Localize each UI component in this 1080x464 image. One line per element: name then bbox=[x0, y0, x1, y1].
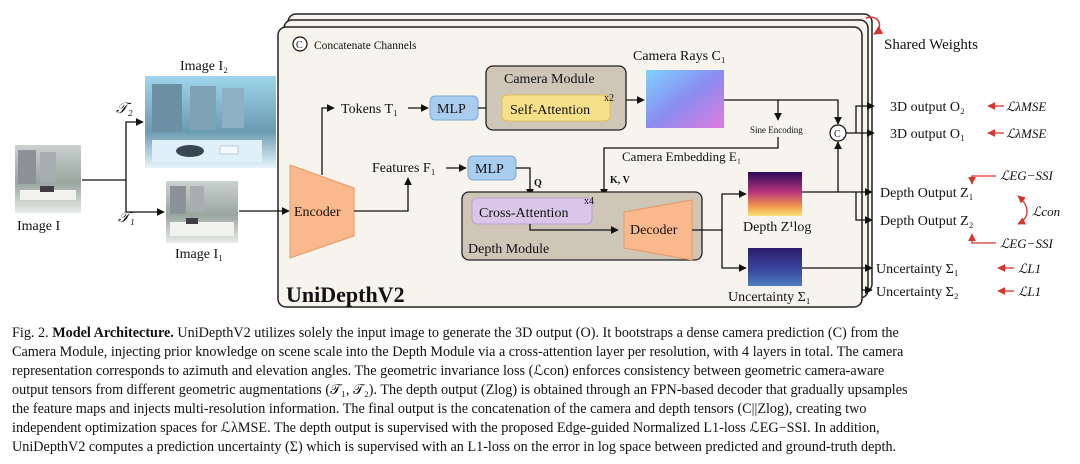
self-attention-label: Self-Attention bbox=[510, 103, 590, 118]
concat-symbol: C bbox=[296, 40, 303, 51]
arrow-aug2 bbox=[82, 118, 144, 181]
decoder-block bbox=[623, 199, 693, 261]
loss-eg-bottom: ℒEG−SSI bbox=[1000, 236, 1053, 251]
features-label: Features F₁ bbox=[372, 161, 436, 176]
arrow-decoder-unc bbox=[721, 230, 747, 272]
model-name: UniDepthV2 bbox=[286, 282, 405, 307]
kv-label: K, V bbox=[610, 175, 631, 186]
shared-weights-label: Shared Weights bbox=[884, 37, 978, 53]
arrow-mlp-q bbox=[516, 167, 534, 197]
mlp-bottom-label: MLP bbox=[475, 162, 504, 177]
caption-text-1: UniDepthV2 utilizes solely the input ima… bbox=[177, 325, 899, 341]
caption-label: Fig. 2. bbox=[12, 325, 49, 341]
image-main bbox=[15, 145, 81, 213]
image-main-label: Image I bbox=[17, 219, 60, 234]
arrow-encoder-features bbox=[354, 177, 412, 212]
loss-arrow-eg-bottom bbox=[968, 233, 996, 244]
self-attention-repeat: x2 bbox=[604, 93, 614, 104]
caption-lead: Model Architecture. bbox=[52, 325, 174, 341]
caption-line-7: UniDepthV2 computes a prediction uncerta… bbox=[12, 439, 897, 455]
image-aug1-label: Image I₁ bbox=[175, 247, 223, 262]
architecture-diagram: Shared Weights C Concatenate Channels Un… bbox=[15, 13, 1060, 308]
arrow-rays-concat bbox=[724, 99, 842, 125]
caption-line-3: representation corresponds to azimuth an… bbox=[12, 363, 885, 379]
caption-line-2: Camera Module, injecting prior knowledge… bbox=[12, 344, 904, 360]
self-attention-block bbox=[501, 94, 611, 122]
loss-l1-1: ℒL1 bbox=[1018, 261, 1041, 276]
caption-line-5: the feature maps and injects multi-resol… bbox=[12, 401, 867, 417]
encoder-block bbox=[289, 164, 355, 259]
out-unc-2: Uncertainty Σ₂ bbox=[876, 285, 959, 300]
sine-encoding-label: Sine Encoding bbox=[750, 125, 803, 135]
arrow-aug1 bbox=[125, 180, 165, 216]
out-3d-2: 3D output O₂ bbox=[890, 100, 965, 115]
camera-embedding-label: Camera Embedding E₁ bbox=[622, 149, 741, 164]
q-label: Q bbox=[534, 178, 542, 189]
encoder-label: Encoder bbox=[294, 205, 341, 220]
arrow-depth-out2 bbox=[855, 192, 873, 224]
concat-label: Concatenate Channels bbox=[314, 40, 417, 52]
arrow-encoder-tokens bbox=[321, 104, 335, 175]
cross-attention-repeat: x4 bbox=[584, 196, 594, 207]
camera-rays-label: Camera Rays C₁ bbox=[633, 49, 726, 64]
tokens-label: Tokens T₁ bbox=[341, 102, 398, 117]
cross-attention-block bbox=[471, 197, 593, 225]
out-unc-1: Uncertainty Σ₁ bbox=[876, 262, 959, 277]
decoder-label: Decoder bbox=[630, 223, 678, 238]
figure-caption: Fig. 2. Model Architecture. UniDepthV2 u… bbox=[12, 324, 1070, 457]
arrow-decoder-depth bbox=[692, 190, 747, 231]
arrow-unc-out2 bbox=[861, 268, 873, 294]
caption-line-4: output tensors from different geometric … bbox=[12, 382, 908, 398]
cross-attention-label: Cross-Attention bbox=[479, 206, 568, 221]
caption-line-6: independent optimization spaces for ℒλMS… bbox=[12, 420, 880, 436]
depth-map-label: Depth Z¹log bbox=[743, 220, 811, 235]
loss-mse-2: ℒλMSE bbox=[1006, 99, 1046, 114]
loss-eg-top: ℒEG−SSI bbox=[1000, 168, 1053, 183]
depth-map bbox=[748, 172, 802, 216]
image-aug2 bbox=[145, 76, 276, 168]
loss-con: ℒcon bbox=[1032, 204, 1060, 219]
concat-node: C bbox=[834, 129, 841, 140]
arrow-sine-embed bbox=[603, 137, 779, 184]
image-aug2-label: Image I₂ bbox=[180, 59, 228, 74]
uncertainty-map bbox=[748, 248, 802, 286]
out-depth-1: Depth Output Z₁ bbox=[880, 186, 974, 201]
caption-line-1: Fig. 2. Model Architecture. UniDepthV2 u… bbox=[12, 324, 1070, 343]
depth-module-label: Depth Module bbox=[468, 242, 549, 257]
out-3d-1: 3D output O₁ bbox=[890, 127, 965, 142]
camera-module-label: Camera Module bbox=[504, 72, 595, 87]
aug2-label: 𝒯₂ bbox=[116, 101, 133, 117]
arrow-crossatt-decoder bbox=[529, 224, 619, 234]
image-aug1 bbox=[166, 181, 238, 243]
aug1-label: 𝒯₁ bbox=[118, 210, 135, 226]
uncertainty-map-label: Uncertainty Σ₁ bbox=[728, 290, 811, 305]
camera-rays-map bbox=[646, 70, 724, 128]
mlp-top-label: MLP bbox=[437, 102, 466, 117]
out-depth-2: Depth Output Z₂ bbox=[880, 214, 974, 229]
loss-arrow-eg-top bbox=[968, 175, 996, 185]
shared-weights-curl bbox=[865, 16, 884, 35]
loss-mse-1: ℒλMSE bbox=[1006, 126, 1046, 141]
loss-con-curl bbox=[1017, 195, 1028, 225]
concat-symbol-icon bbox=[292, 36, 308, 52]
loss-l1-2: ℒL1 bbox=[1018, 284, 1041, 299]
arrow-concat-o2 bbox=[855, 102, 875, 133]
